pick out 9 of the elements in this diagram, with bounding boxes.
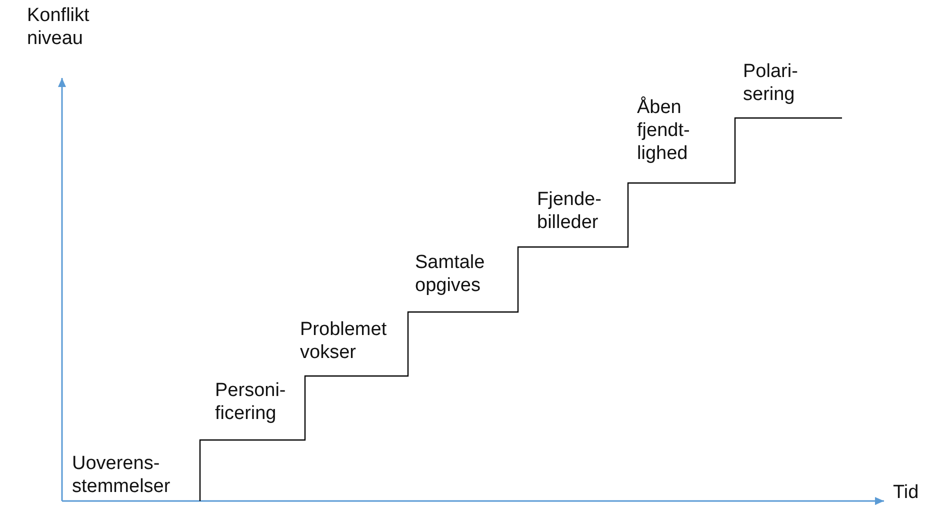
step-label: Personi- ficering bbox=[215, 379, 286, 425]
step-label: Problemet vokser bbox=[300, 318, 387, 364]
axis-title: Tid bbox=[893, 481, 919, 504]
step-label: Åben fjendt- lighed bbox=[637, 96, 690, 165]
step-label: Fjende- billeder bbox=[537, 188, 602, 234]
step-label: Uoverens- stemmelser bbox=[72, 452, 170, 498]
step-label: Polari- sering bbox=[743, 60, 798, 106]
axis-title: Konflikt niveau bbox=[27, 4, 90, 50]
step-label: Samtale opgives bbox=[415, 251, 485, 297]
